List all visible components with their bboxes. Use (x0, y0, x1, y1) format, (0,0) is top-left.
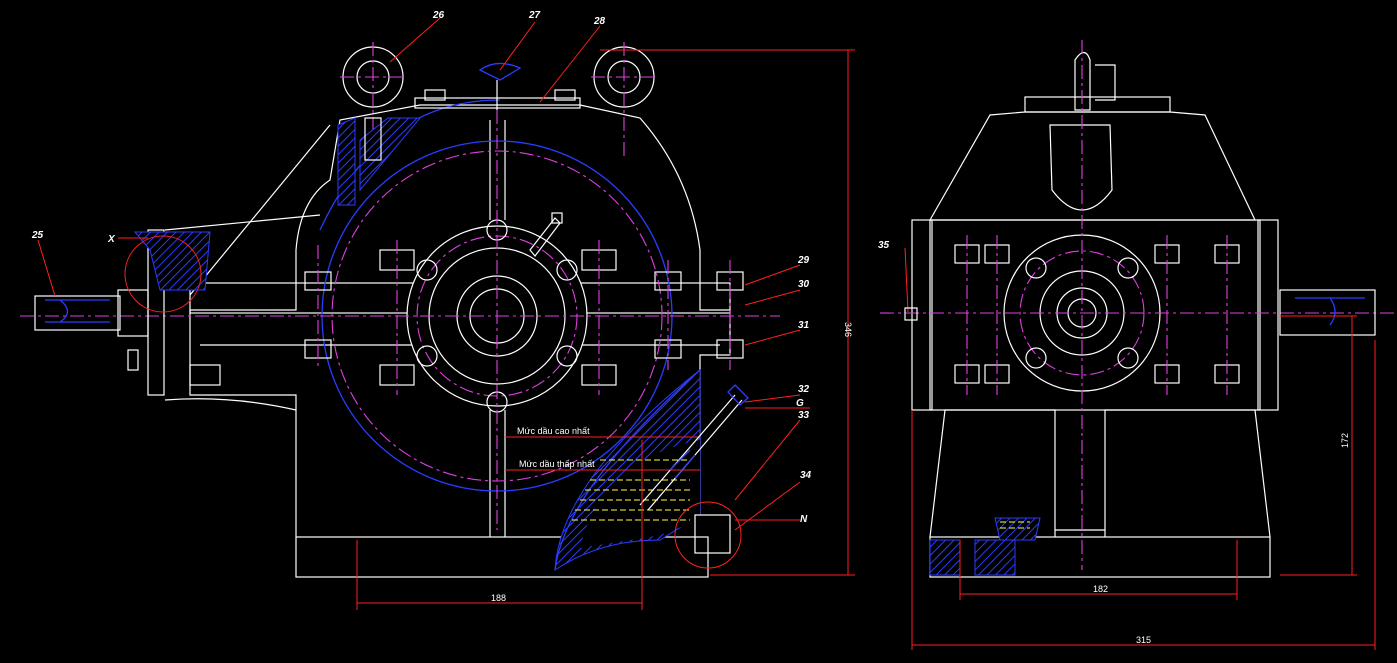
dim-315: 315 (1136, 635, 1151, 645)
dim-172: 172 (1340, 433, 1350, 448)
lifting-eye-right (591, 42, 657, 160)
side-housing-body (929, 219, 1261, 411)
front-base (295, 536, 709, 578)
callout-25: 25 (31, 230, 44, 241)
callout-28: 28 (593, 16, 606, 27)
dim-346: 346 (843, 322, 853, 337)
front-view (20, 17, 909, 610)
dipstick (639, 394, 736, 506)
side-bolts (954, 235, 1240, 395)
detail-mark-g: G (796, 398, 804, 409)
side-dimensions (911, 315, 1376, 650)
callout-27: 27 (528, 10, 541, 21)
callout-31: 31 (798, 320, 810, 331)
callout-35: 35 (878, 240, 890, 251)
callout-32: 32 (798, 384, 810, 395)
dim-182: 182 (1093, 584, 1108, 594)
lifting-eye-left (340, 42, 406, 160)
callout-30: 30 (798, 279, 810, 290)
side-view (880, 40, 1395, 650)
leader-lines (37, 17, 909, 531)
drain-plug (694, 514, 731, 554)
front-housing-outline (189, 104, 731, 515)
oil-level-notes: Mức dầu cao nhất Mức dầu thấp nhất (517, 426, 595, 469)
input-shaft (34, 295, 121, 331)
detail-mark-n: N (800, 514, 808, 525)
callout-26: 26 (432, 10, 445, 21)
callout-33: 33 (798, 410, 810, 421)
dim-188: 188 (491, 593, 506, 603)
side-housing-top (928, 111, 1256, 221)
callout-34: 34 (800, 470, 812, 481)
flange-bolts (189, 240, 744, 395)
note-oil-min: Mức dầu thấp nhất (519, 459, 595, 469)
callout-labels: 26 27 28 29 30 31 32 33 34 25 35 X G N (31, 10, 890, 525)
front-dimensions (356, 49, 855, 610)
dimension-labels: 188 346 172 182 315 (491, 322, 1350, 645)
output-shaft (1279, 289, 1376, 336)
note-oil-max: Mức dầu cao nhất (517, 426, 590, 436)
detail-mark-x: X (107, 234, 116, 245)
breather-vent (478, 62, 522, 81)
callout-29: 29 (797, 255, 810, 266)
